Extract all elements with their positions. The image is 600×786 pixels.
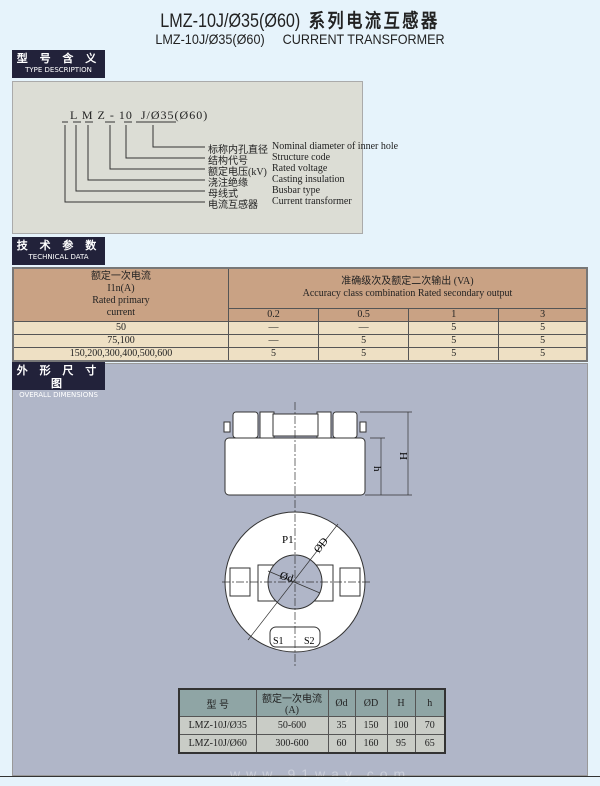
type-leader-lines: [62, 121, 205, 203]
dim-cell: LMZ-10J/Ø35: [178, 716, 257, 735]
h-sym: I1n(A): [107, 282, 135, 294]
badge-en: OVERALL DIMENSIONS: [19, 391, 98, 399]
label-id: Ød: [278, 570, 295, 586]
dim-cell: 70: [414, 716, 446, 735]
value-cell: 5: [408, 346, 500, 361]
label-s1: S1: [273, 636, 284, 647]
type-description-item: 母线式 Busbar type: [208, 185, 320, 200]
item-cn: 电流互感器: [208, 200, 258, 211]
type-description-item: 结构代号 Structure code: [208, 152, 330, 167]
badge-en: TECHNICAL DATA: [28, 253, 89, 261]
subtitle-model: LMZ-10J/Ø35(Ø60): [155, 31, 265, 47]
dim-header: h: [414, 688, 446, 717]
page-subtitle: LMZ-10J/Ø35(Ø60) CURRENT TRANSFORMER: [30, 31, 570, 47]
label-h: h: [371, 466, 383, 472]
dim-header: Ød: [327, 688, 356, 717]
type-description-item: 浇注绝缘 Casting insulation: [208, 174, 345, 189]
current-cell: 150,200,300,400,500,600: [12, 346, 229, 361]
item-cn: 结构代号: [208, 156, 248, 167]
dim-header: H: [386, 688, 416, 717]
badge-cn: 技 术 参 数: [16, 239, 101, 252]
dim-cell: 150: [354, 716, 388, 735]
value-cell: 5: [498, 346, 588, 361]
dim-header: 额定一次电流(A): [255, 688, 329, 717]
dim-header: ØD: [354, 688, 388, 717]
technical-data-badge: 技 术 参 数 TECHNICAL DATA: [12, 237, 105, 265]
dim-cell: 95: [386, 734, 416, 753]
badge-cn: 外 形 尺 寸 图: [16, 364, 101, 390]
g-en: Accuracy class combination Rated seconda…: [302, 288, 513, 300]
item-cn: 标称内孔直径: [208, 145, 268, 156]
dim-cell: 60: [327, 734, 356, 753]
technical-data-table: 额定一次电流 I1n(A) Rated primary current 准确级次…: [12, 267, 588, 362]
item-cn: 额定电压(kV): [208, 167, 267, 178]
item-cn: 浇注绝缘: [208, 178, 248, 189]
h-en2: current: [106, 306, 136, 318]
label-s2: S2: [304, 636, 315, 647]
dim-cell: LMZ-10J/Ø60: [178, 734, 257, 753]
model-code: L M Z - 10 J/Ø35(Ø60): [70, 108, 209, 122]
value-cell: 5: [408, 320, 500, 335]
item-en: Nominal diameter of inner hole: [272, 141, 399, 152]
rated-current-header: 额定一次电流 I1n(A) Rated primary current: [12, 267, 229, 322]
label-p1: P1: [282, 534, 294, 546]
accuracy-header: 准确级次及额定二次输出 (VA) Accuracy class combinat…: [227, 267, 588, 309]
dim-cell: 300-600: [255, 734, 329, 753]
type-description-item: 电流互感器 Current transformer: [208, 196, 352, 211]
h-cn: 额定一次电流: [90, 270, 151, 282]
value-cell: 5: [498, 320, 588, 335]
item-en: Busbar type: [272, 185, 321, 196]
page-title: LMZ-10J/Ø35(Ø60) 系列电流互感器: [45, 6, 555, 33]
type-description-badge: 型 号 含 义 TYPE DESCRIPTION: [12, 50, 105, 78]
dim-cell: 35: [327, 716, 356, 735]
badge-en: TYPE DESCRIPTION: [25, 66, 92, 74]
dim-cell: 65: [414, 734, 446, 753]
current-cell: 50: [12, 320, 229, 335]
overall-dimensions-badge: 外 形 尺 寸 图 OVERALL DIMENSIONS: [12, 362, 105, 399]
dim-header: 型 号: [178, 688, 257, 717]
type-description-item: 额定电压(kV) Rated voltage: [208, 163, 327, 178]
item-en: Structure code: [272, 152, 331, 163]
item-en: Current transformer: [272, 196, 352, 207]
type-description-item: 标称内孔直径 Nominal diameter of inner hole: [208, 141, 398, 156]
title-cn: 系列电流互感器: [308, 10, 440, 32]
dim-cell: 160: [354, 734, 388, 753]
value-cell: 5: [318, 346, 410, 361]
value-cell: —: [227, 320, 320, 335]
accuracy-class-header: 1: [408, 307, 500, 322]
h-en1: Rated primary: [92, 294, 150, 306]
dimension-drawing: P1 ØD Ød S1 S2 H h: [222, 402, 412, 668]
value-cell: —: [318, 320, 410, 335]
accuracy-class-header: 0.5: [318, 307, 410, 322]
label-H: H: [397, 452, 409, 460]
badge-cn: 型 号 含 义: [16, 52, 101, 65]
accuracy-class-header: 3: [498, 307, 588, 322]
watermark: www.91way.com: [230, 766, 412, 782]
dim-cell: 100: [386, 716, 416, 735]
item-en: Rated voltage: [272, 163, 328, 174]
value-cell: 5: [227, 346, 320, 361]
g-cn: 准确级次及额定二次输出 (VA): [341, 276, 474, 288]
subtitle-en: CURRENT TRANSFORMER: [282, 31, 445, 47]
dim-cell: 50-600: [255, 716, 329, 735]
title-model: LMZ-10J/Ø35(Ø60): [160, 11, 301, 32]
item-en: Casting insulation: [272, 174, 345, 185]
bottom-divider: [0, 776, 600, 777]
value-cell: 5: [408, 333, 500, 348]
value-cell: 5: [498, 333, 588, 348]
current-cell: 75,100: [12, 333, 229, 348]
value-cell: —: [227, 333, 320, 348]
accuracy-class-header: 0.2: [227, 307, 320, 322]
item-cn: 母线式: [208, 189, 238, 200]
value-cell: 5: [318, 333, 410, 348]
